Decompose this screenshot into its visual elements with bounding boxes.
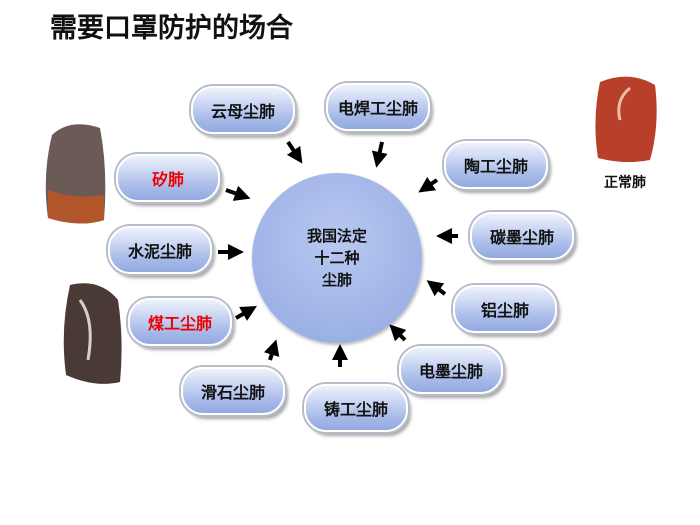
arrow-icon (264, 339, 280, 361)
center-text-line: 十二种 (314, 249, 360, 267)
arrow-icon (389, 324, 407, 342)
center-circle: 我国法定 十二种 尘肺 (252, 173, 422, 343)
normal-lung-image (595, 76, 657, 163)
pill-cement: 水泥尘肺 (108, 226, 212, 274)
arrows (218, 140, 458, 367)
arrow-icon (286, 140, 303, 164)
arrow-icon (426, 280, 447, 297)
arrow-icon (418, 176, 439, 193)
arrow-icon (371, 141, 388, 168)
diseased-lung-image-1 (45, 124, 106, 224)
arrow-icon (235, 306, 257, 321)
pill-talc: 滑石尘肺 (181, 367, 285, 415)
pill-aluminum: 铝尘肺 (453, 285, 557, 333)
center-text-line: 尘肺 (321, 271, 352, 289)
diseased-lung-image-2 (63, 283, 122, 384)
pill-foundry: 铸工尘肺 (304, 384, 408, 432)
pill-welder: 电焊工尘肺 (326, 83, 430, 131)
pill-graphite: 电墨尘肺 (399, 346, 503, 394)
pill-pottery: 陶工尘肺 (444, 141, 548, 189)
pill-carbon-black: 碳墨尘肺 (470, 212, 574, 260)
normal-lung-label: 正常肺 (604, 175, 646, 191)
pill-silicosis: 矽肺 (116, 154, 220, 202)
page-title: 需要口罩防护的场合 (50, 13, 293, 44)
pill-coal-worker: 煤工尘肺 (128, 298, 232, 346)
arrow-icon (225, 185, 251, 201)
center-text-line: 我国法定 (306, 227, 367, 245)
pill-mica: 云母尘肺 (191, 86, 295, 134)
